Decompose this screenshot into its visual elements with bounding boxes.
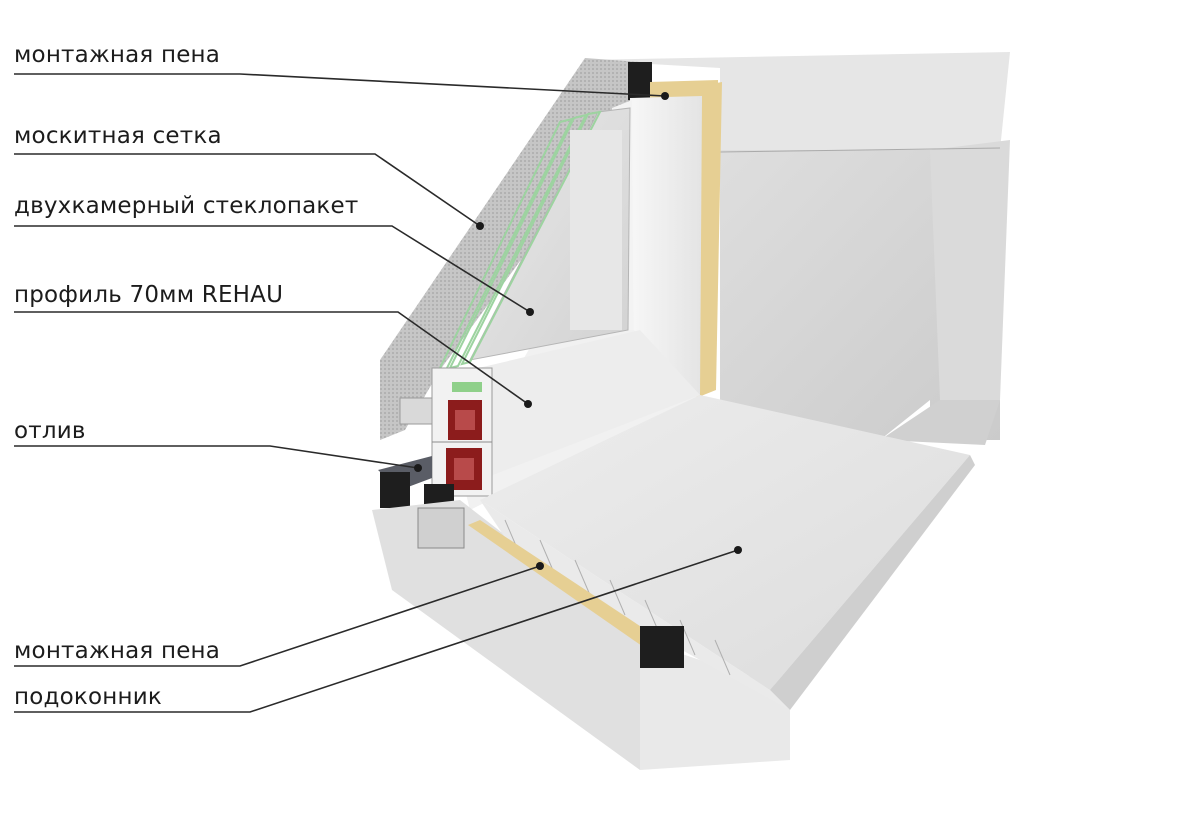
profile-cross-section: [431, 367, 493, 497]
seal-drip: [380, 472, 410, 508]
support-profile: [417, 507, 465, 549]
foam-side: [696, 82, 722, 398]
label-drip: отлив: [14, 418, 86, 444]
leader-lines: [14, 73, 739, 713]
foam-bottom: [468, 520, 655, 646]
glazing-unit: [436, 107, 631, 374]
leader-foam-bottom: [14, 565, 541, 667]
leader-dots: [414, 92, 742, 570]
label-foam-bottom: монтажная пена: [14, 638, 221, 664]
label-sill: подоконник: [14, 684, 162, 710]
label-glazing: двухкамерный стеклопакет: [14, 193, 359, 219]
leader-drip: [14, 445, 419, 469]
label-foam-top: монтажная пена: [14, 42, 221, 68]
label-mosquito-net: москитная сетка: [14, 123, 222, 149]
leader-profile: [14, 311, 529, 405]
leader-mosquito-net: [14, 153, 481, 227]
bottom-wall: [372, 500, 790, 770]
window-sill: [480, 395, 975, 710]
leader-foam-top: [14, 73, 666, 97]
label-profile: профиль 70мм REHAU: [14, 282, 284, 308]
leader-glazing: [14, 225, 531, 313]
leader-sill: [14, 549, 739, 713]
right-wall: [580, 52, 1010, 445]
seal-bottom: [640, 626, 684, 668]
